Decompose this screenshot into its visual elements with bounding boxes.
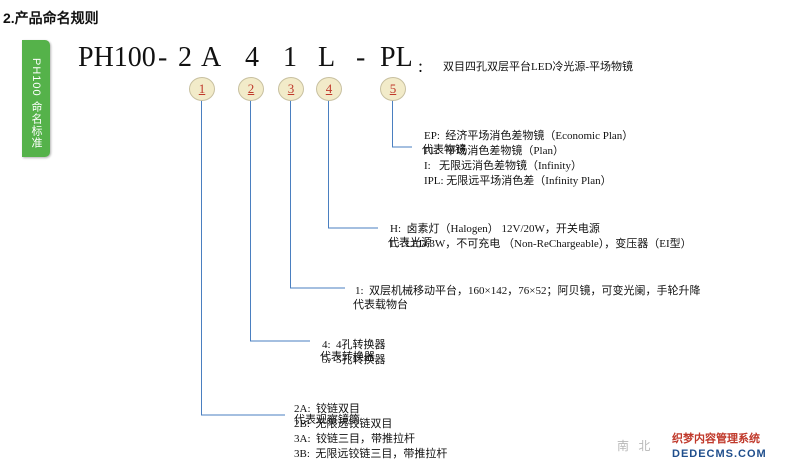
stage-group: 代表载物台 — [353, 268, 408, 328]
objective-option: EP: 经济平场消色差物镜（Economic Plan） — [424, 130, 634, 142]
stage-options: 1: 双层机械移动平台，160×142，76×52；阿贝镜，可变光阑，手轮升降 — [355, 284, 700, 299]
nosepiece-option: 4: 4孔转换器 — [322, 339, 386, 351]
badge-5: 5 — [380, 77, 406, 101]
objective-group: 代表物镜 — [422, 113, 466, 173]
watermark: 南 北 — [617, 439, 654, 453]
model-part-dash: - — [158, 42, 168, 73]
viewing-head-option: 3A: 铰链三目，带推拉杆 — [294, 433, 415, 445]
connector-4 — [328, 100, 378, 229]
model-part-l: L — [318, 42, 336, 73]
light-source-title: 代表光源 — [388, 237, 432, 249]
badge-3: 3 — [278, 77, 304, 101]
objective-option: PL: 平场消色差物镜（Plan） — [424, 145, 564, 157]
site-logo: 织梦内容管理系统 DEDECMS.COM — [672, 430, 782, 464]
model-part-pl: PL — [380, 42, 413, 73]
light-source-group: 代表光源 — [388, 206, 432, 266]
badge-4: 4 — [316, 77, 342, 101]
light-source-option: L: LED 3W，不可充电 （Non-ReChargeable），变压器（EI… — [390, 238, 692, 250]
nosepiece-option: 5: 5孔转换器 — [322, 354, 386, 366]
connector-1 — [201, 100, 285, 416]
viewing-head-group: 代表观察镜筒 — [294, 383, 360, 443]
viewing-head-option: 2B: 无限远铰链双目 — [294, 418, 393, 430]
model-description: 双目四孔双层平台LED冷光源-平场物镜 — [443, 61, 634, 73]
model-part-1: 1 — [283, 42, 297, 73]
badge-2: 2 — [238, 77, 264, 101]
nosepiece-group: 代表转换器 — [320, 320, 375, 380]
model-part-a: A — [201, 42, 222, 73]
objective-title: 代表物镜 — [422, 144, 466, 156]
nosepiece-options: 4: 4孔转换器 5: 5孔转换器 — [322, 338, 386, 368]
viewing-head-options: 2A: 铰链双目 2B: 无限远铰链双目 3A: 铰链三目，带推拉杆 3B: 无… — [294, 402, 447, 462]
model-part-2: 2 — [178, 42, 192, 73]
model-part-dash2: - — [356, 42, 366, 73]
section-title: 2.产品命名规则 — [3, 10, 99, 26]
model-part-series: PH100 — [78, 42, 156, 73]
light-source-options: H: 卤素灯（Halogen） 12V/20W，开关电源 L: LED 3W，不… — [390, 222, 692, 252]
stage-title: 代表载物台 — [353, 299, 408, 311]
light-source-option: H: 卤素灯（Halogen） 12V/20W，开关电源 — [390, 223, 600, 235]
site-logo-domain: DEDECMS.COM — [672, 448, 767, 460]
viewing-head-title: 代表观察镜筒 — [294, 414, 360, 426]
viewing-head-option: 3B: 无限远铰链三目，带推拉杆 — [294, 448, 448, 460]
model-part-colon: : — [418, 56, 424, 76]
viewing-head-option: 2A: 铰链双目 — [294, 403, 360, 415]
nosepiece-title: 代表转换器 — [320, 351, 375, 363]
connector-5 — [392, 100, 412, 148]
side-tab: PH100 命名标准 — [22, 40, 50, 157]
objective-option: I: 无限远消色差物镜（Infinity） — [424, 160, 582, 172]
connector-3 — [290, 100, 345, 289]
site-logo-name: 织梦内容管理系统 — [672, 433, 760, 445]
model-part-4: 4 — [245, 42, 259, 73]
objective-options: EP: 经济平场消色差物镜（Economic Plan） PL: 平场消色差物镜… — [424, 129, 633, 189]
badge-1: 1 — [189, 77, 215, 101]
stage-option: 1: 双层机械移动平台，160×142，76×52；阿贝镜，可变光阑，手轮升降 — [355, 285, 701, 297]
objective-option: IPL: 无限远平场消色差（Infinity Plan） — [424, 175, 612, 187]
connector-2 — [250, 100, 310, 342]
